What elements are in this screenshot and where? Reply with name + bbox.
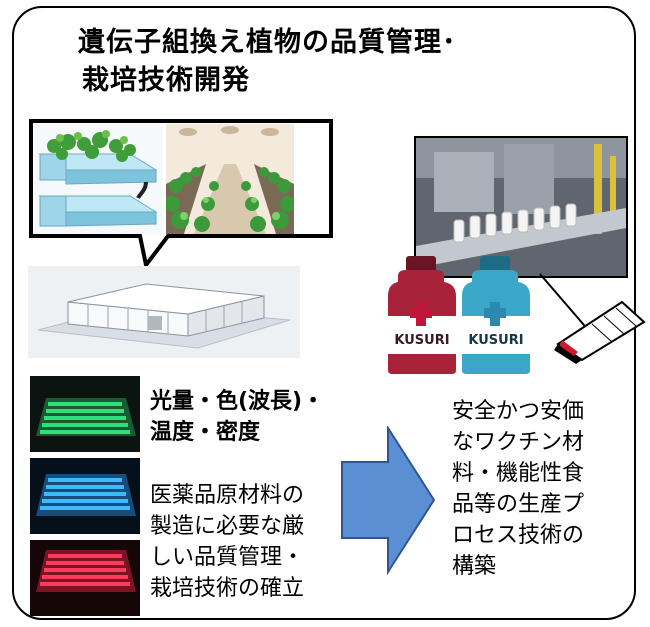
plant-factory-rows-illustration bbox=[166, 124, 294, 234]
establishment-line-1: 医薬品原材料の bbox=[150, 483, 305, 508]
establishment-line-4: 栽培技術の確立 bbox=[150, 576, 305, 601]
outcome-line-5: ロセス技術の bbox=[452, 523, 585, 548]
green-led-panel-photo bbox=[30, 376, 140, 452]
blue-bottle-label: KUSURI bbox=[468, 333, 523, 348]
flow-arrow bbox=[341, 426, 436, 576]
title-line-1: 遺伝子組換え植物の品質管理･ bbox=[78, 27, 457, 58]
outcome-line-4: 品等の生産プ bbox=[452, 492, 585, 517]
diagram-title: 遺伝子組換え植物の品質管理･ 栽培技術開発 bbox=[78, 24, 457, 100]
red-medicine-bottle bbox=[388, 256, 456, 374]
outcome-line-6: 構築 bbox=[452, 554, 497, 579]
red-led-panel-photo bbox=[30, 540, 140, 616]
production-process-outcome-text: 安全かつ安価 なワクチン材 料・機能性食 品等の生産プ ロセス技術の 構築 bbox=[452, 396, 584, 582]
establishment-line-3: しい品質管理・ bbox=[150, 545, 305, 570]
plant-factory-building-illustration bbox=[28, 266, 300, 358]
quality-control-establishment-text: 医薬品原材料の 製造に必要な厳 しい品質管理・ 栽培技術の確立 bbox=[150, 480, 304, 604]
medicine-bottles: KUSURI KUSURI bbox=[388, 256, 530, 374]
capsule-pack-icon bbox=[554, 300, 646, 364]
title-line-2: 栽培技術開発 bbox=[82, 65, 250, 96]
outcome-line-2: なワクチン材 bbox=[452, 430, 585, 455]
outcome-line-1: 安全かつ安価 bbox=[452, 399, 585, 424]
conditions-line-2: 温度・密度 bbox=[150, 420, 261, 445]
outcome-line-3: 料・機能性食 bbox=[452, 461, 585, 486]
blue-medicine-bottle bbox=[462, 256, 530, 374]
establishment-line-2: 製造に必要な厳 bbox=[150, 514, 305, 539]
conditions-line-1: 光量・色(波長)・ bbox=[150, 389, 325, 414]
blue-led-panel-photo bbox=[30, 458, 140, 534]
red-bottle-label: KUSURI bbox=[394, 333, 449, 348]
bottling-factory-photo bbox=[414, 136, 628, 278]
hydroponic-tank-illustration bbox=[34, 124, 162, 234]
cultivation-conditions-text: 光量・色(波長)・ 温度・密度 bbox=[150, 386, 324, 448]
